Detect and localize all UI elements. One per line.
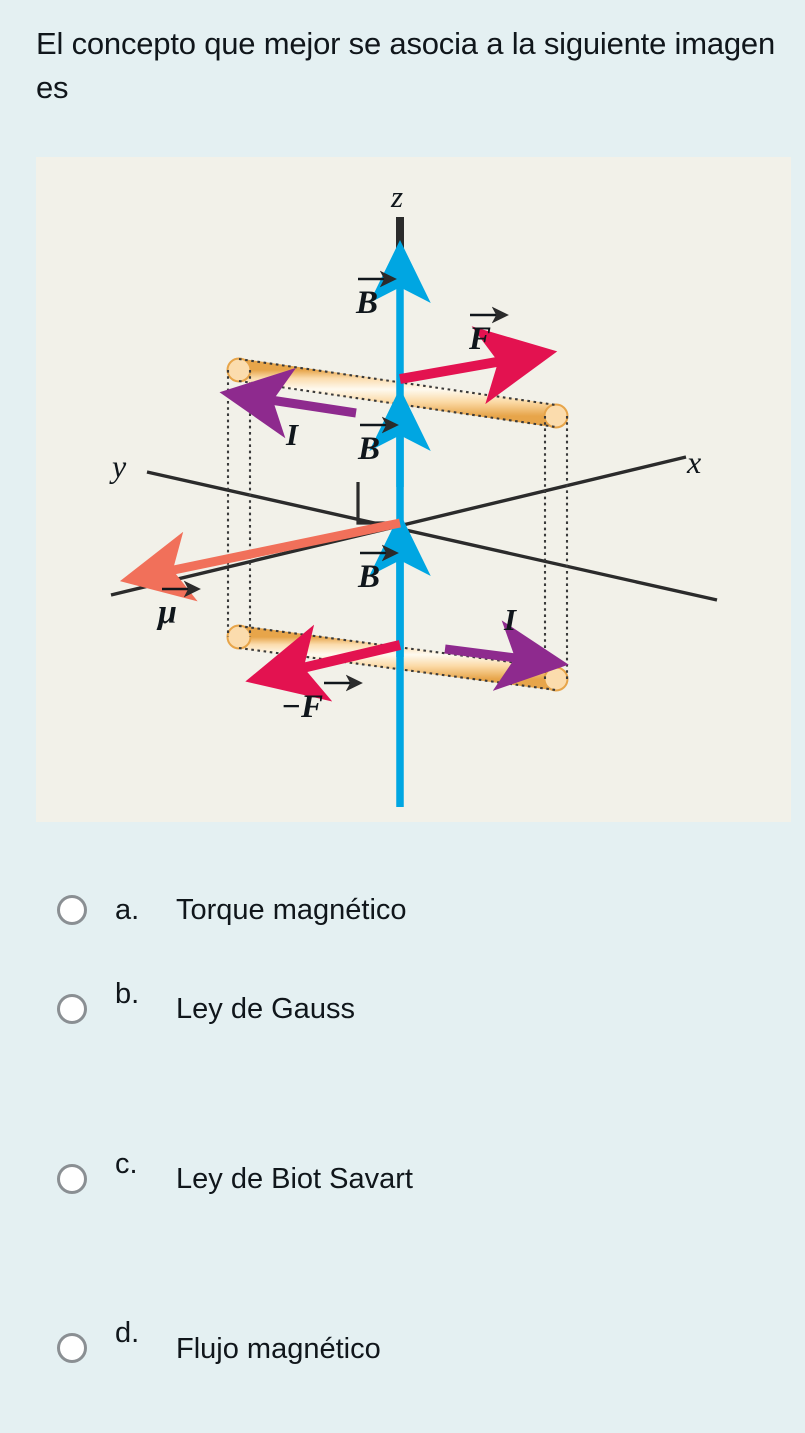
force-negative-arrow [245, 624, 402, 702]
label-b-bottom: B [357, 544, 399, 595]
current-arrow-bottom [444, 620, 569, 691]
physics-diagram: z x y B B B F [109, 179, 718, 807]
force-positive-arrow [399, 326, 558, 405]
question-figure: z x y B B B F [36, 157, 791, 822]
label-current-top: I [285, 417, 299, 452]
magnetic-moment-arrow [119, 518, 401, 602]
option-text-d[interactable]: Flujo magnético [176, 1333, 381, 1365]
radio-button-d[interactable] [57, 1333, 87, 1363]
svg-text:−F: −F [281, 689, 323, 725]
label-current-bottom: I [503, 602, 517, 637]
label-force-negative: −F [281, 674, 363, 725]
option-text-b[interactable]: Ley de Gauss [176, 993, 355, 1025]
axis-label-x: x [686, 444, 701, 480]
radio-button-a[interactable] [57, 895, 87, 925]
vector-arrows [119, 240, 569, 807]
label-force-positive: F [468, 306, 509, 357]
option-letter-b: b. [115, 978, 140, 1010]
option-text-a[interactable]: Torque magnético [176, 894, 407, 926]
label-b-top: B [355, 270, 397, 321]
svg-text:F: F [468, 321, 491, 357]
radio-button-b[interactable] [57, 994, 87, 1024]
current-arrow-top [219, 367, 357, 439]
option-letter-a: a. [115, 894, 140, 926]
label-magnetic-moment: μ [156, 580, 201, 631]
option-letter-d: d. [115, 1317, 140, 1349]
axis-label-y: y [109, 448, 127, 484]
axis-label-z: z [390, 179, 403, 214]
label-b-middle: B [357, 416, 399, 467]
svg-text:B: B [357, 559, 380, 595]
diagram-labels: z x y B B B F [109, 179, 701, 725]
svg-text:B: B [355, 285, 378, 321]
svg-text:B: B [357, 431, 380, 467]
radio-button-c[interactable] [57, 1164, 87, 1194]
option-text-c[interactable]: Ley de Biot Savart [176, 1163, 413, 1195]
option-letter-c: c. [115, 1148, 138, 1180]
svg-text:μ: μ [156, 594, 177, 631]
question-stem: El concepto que mejor se asocia a la sig… [36, 26, 776, 106]
